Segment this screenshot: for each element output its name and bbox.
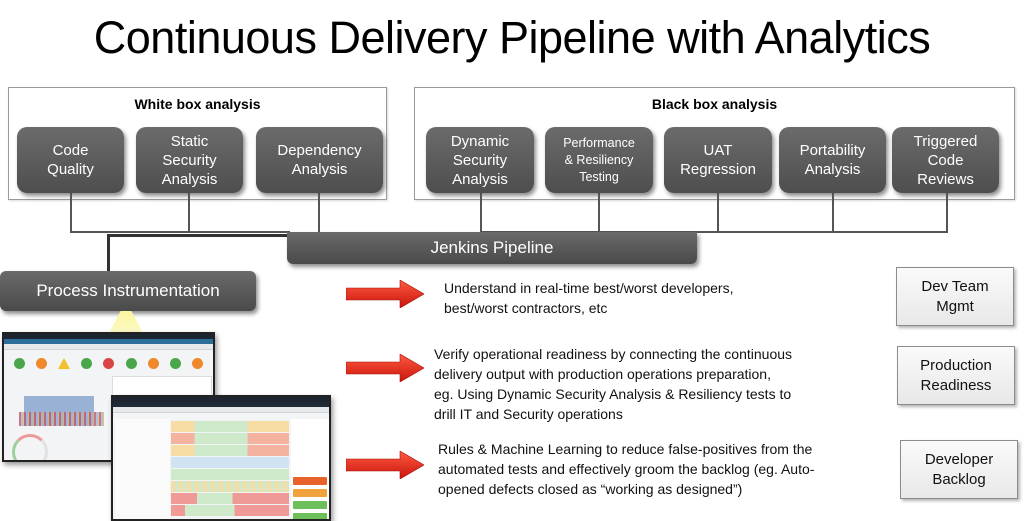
status-pill <box>293 489 327 497</box>
timeline-dashboard-screenshot <box>111 395 331 521</box>
connector-line <box>598 193 600 232</box>
status-pill <box>293 501 327 509</box>
connector-line <box>318 193 320 232</box>
connector-line <box>480 193 482 232</box>
outcome-dev-team-mgmt: Dev Team Mgmt <box>896 267 1014 326</box>
tool-dynamic-security-analysis: Dynamic Security Analysis <box>426 127 534 193</box>
row-labels-thumbnail <box>115 419 170 519</box>
timeline-band <box>171 457 289 468</box>
outcome-developer-backlog: Developer Backlog <box>900 440 1018 499</box>
status-icons-row <box>8 354 209 372</box>
connector-line <box>832 193 834 232</box>
check-icon <box>81 357 93 369</box>
timeline-band <box>171 505 289 516</box>
check-icon <box>170 357 182 369</box>
connector-line <box>717 193 719 232</box>
timeline-band <box>171 469 289 480</box>
warning-icon <box>192 357 204 369</box>
connector-line <box>946 193 948 232</box>
connector-line <box>70 231 290 233</box>
warning-icon <box>35 357 47 369</box>
timeline-band <box>171 493 289 504</box>
bar-chart-thumbnail <box>19 412 104 426</box>
connector-line <box>107 234 110 272</box>
black-box-label: Black box analysis <box>651 96 778 112</box>
insight-description: Understand in real-time best/worst devel… <box>444 280 734 316</box>
jenkins-pipeline-bar: Jenkins Pipeline <box>287 232 697 264</box>
outcome-production-readiness: Production Readiness <box>897 346 1015 405</box>
timeline-band <box>171 421 289 432</box>
timeline-band <box>171 445 289 456</box>
red-arrow-icon <box>346 451 424 479</box>
status-pill <box>293 477 327 485</box>
connector-line <box>70 193 72 232</box>
check-icon <box>13 357 25 369</box>
tool-code-quality: Code Quality <box>17 127 124 193</box>
tool-performance-resiliency-testing: Performance & Resiliency Testing <box>545 127 653 193</box>
connector-line <box>108 234 288 237</box>
process-instrumentation-bar: Process Instrumentation <box>0 271 256 311</box>
error-icon <box>103 357 115 369</box>
warning-icon <box>147 357 159 369</box>
white-box-label: White box analysis <box>134 96 261 112</box>
diagram-title: Continuous Delivery Pipeline with Analyt… <box>93 12 931 63</box>
connector-line <box>188 193 190 232</box>
tool-static-security-analysis: Static Security Analysis <box>136 127 243 193</box>
timeline-band <box>171 481 289 492</box>
insight-description: Rules & Machine Learning to reduce false… <box>438 441 815 497</box>
connector-line <box>480 231 948 233</box>
red-arrow-icon <box>346 354 424 382</box>
tool-uat-regression: UAT Regression <box>664 127 772 193</box>
timeline-band <box>171 433 289 444</box>
check-icon <box>125 357 137 369</box>
insight-description: Verify operational readiness by connecti… <box>434 346 793 422</box>
red-arrow-icon <box>346 280 424 308</box>
gauge-icon <box>12 434 48 460</box>
tool-dependency-analysis: Dependency Analysis <box>256 127 383 193</box>
tool-triggered-code-reviews: Triggered Code Reviews <box>892 127 999 193</box>
status-pill <box>293 513 327 519</box>
tool-portability-analysis: Portability Analysis <box>779 127 886 193</box>
alert-icon <box>58 357 71 369</box>
